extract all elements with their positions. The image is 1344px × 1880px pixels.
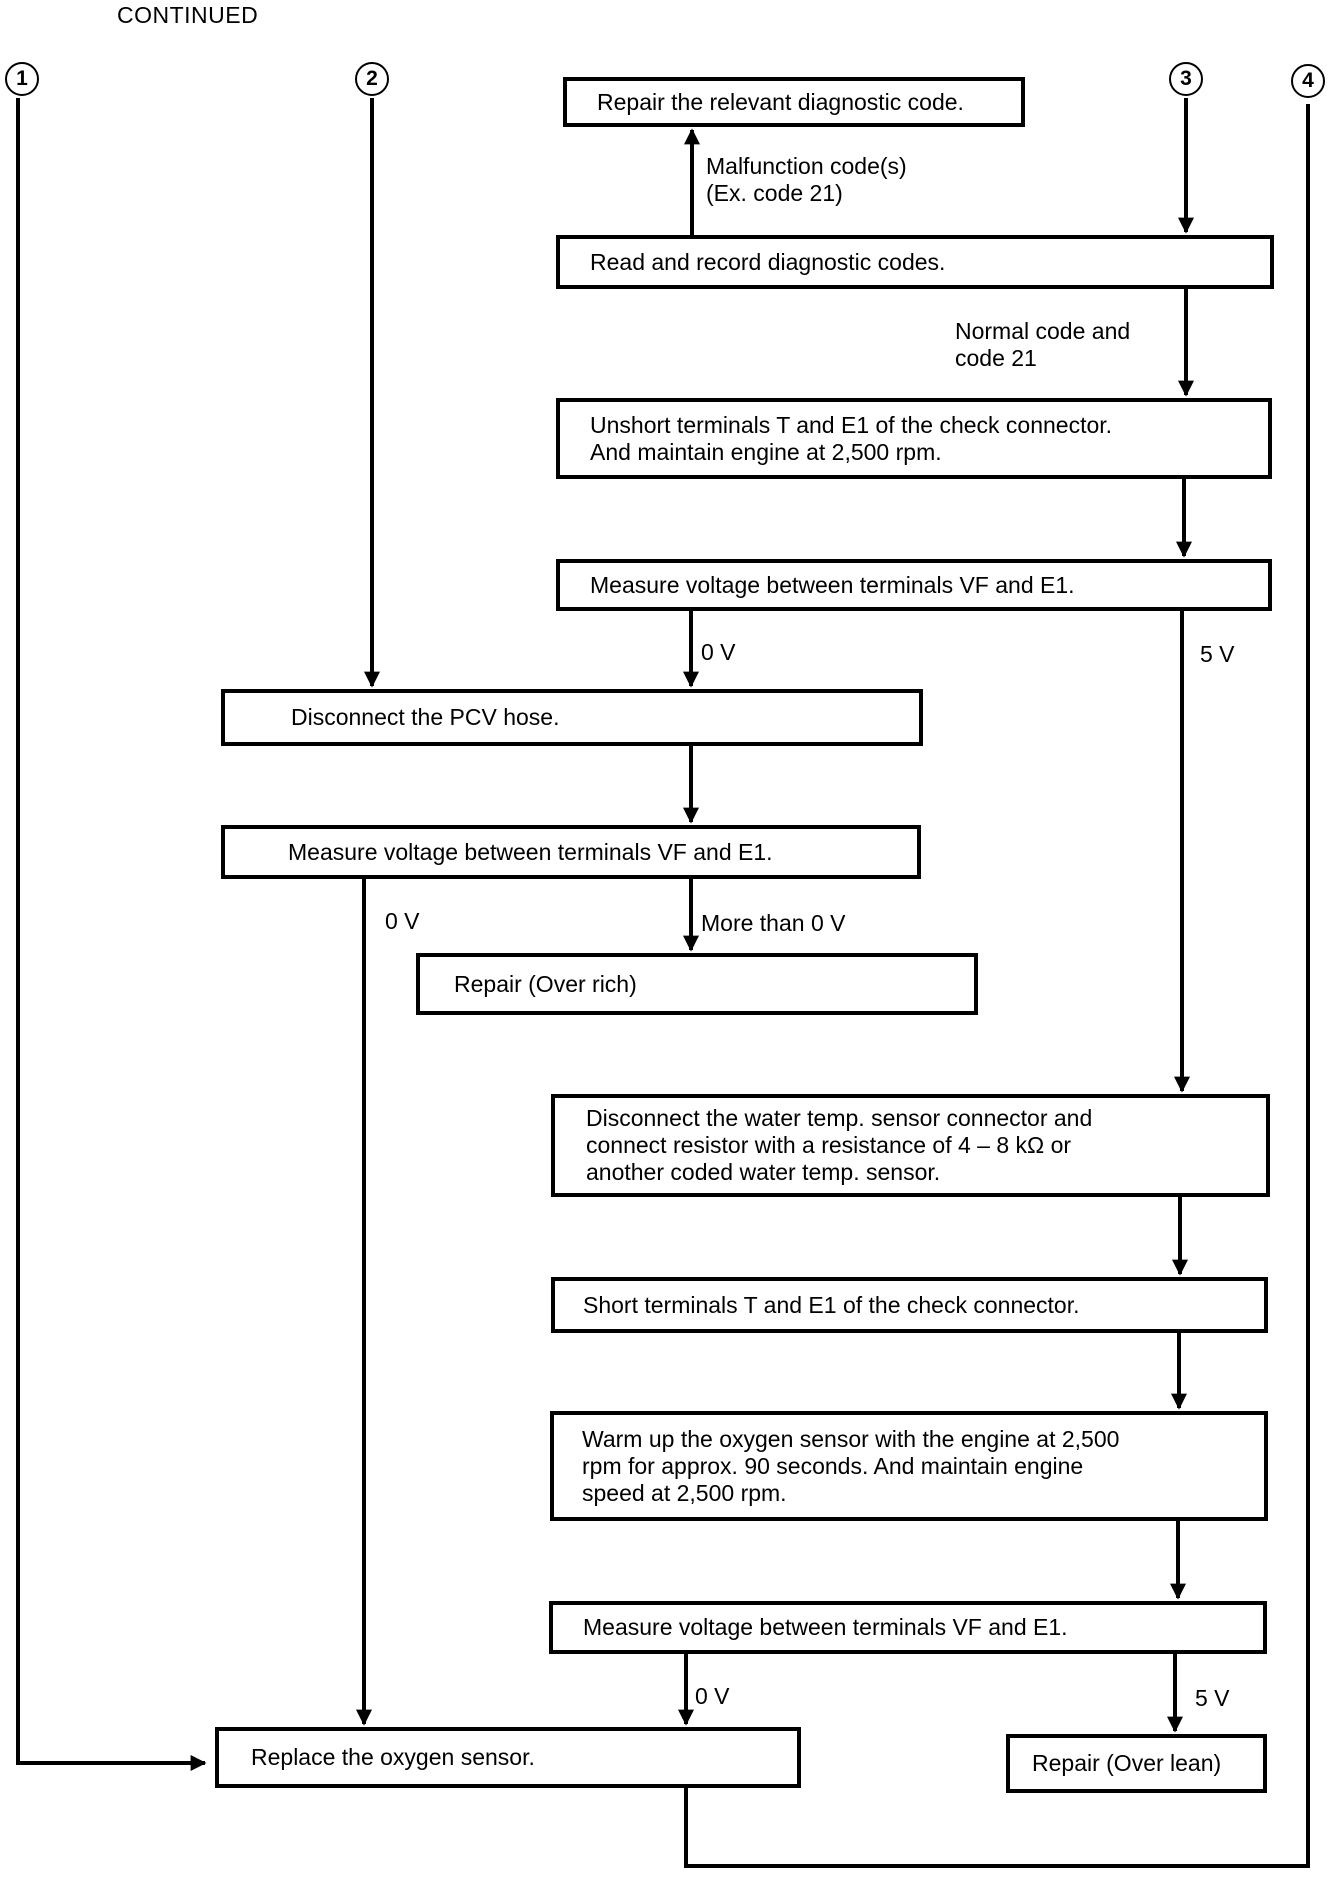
step-measure-voltage-3: Measure voltage between terminals VF and… [549,1601,1267,1654]
connector-1-marker: 1 [5,62,39,96]
line-replace-to-connector-4 [684,104,1310,1868]
connector-2-marker: 2 [355,62,389,96]
step-label: Measure voltage between terminals VF and… [288,838,773,865]
step-label: Measure voltage between terminals VF and… [590,571,1075,598]
edge-label-measure-1-five: 5 V [1200,641,1235,667]
step-label: Disconnect the water temp. sensor connec… [586,1105,1093,1185]
step-warm-up-oxygen-sensor: Warm up the oxygen sensor with the engin… [550,1411,1268,1521]
edge-label-measure-2-more: More than 0 V [701,910,846,936]
connector-3-marker: 3 [1169,62,1203,96]
step-disconnect-water-temp-sensor: Disconnect the water temp. sensor connec… [551,1094,1270,1197]
step-label: Read and record diagnostic codes. [590,248,946,275]
edge-label-malfunction-codes: Malfunction code(s) (Ex. code 21) [706,153,907,206]
step-label: Short terminals T and E1 of the check co… [583,1291,1080,1318]
edge-label-measure-2-zero: 0 V [385,908,420,934]
step-label: Warm up the oxygen sensor with the engin… [582,1425,1120,1506]
step-disconnect-pcv: Disconnect the PCV hose. [221,689,923,746]
page-title: CONTINUED [117,2,259,28]
step-repair-relevant-code: Repair the relevant diagnostic code. [563,77,1025,127]
step-label: Repair (Over rich) [454,970,637,997]
edge-label-measure-3-five: 5 V [1195,1685,1230,1711]
edge-label-normal-code: Normal code and code 21 [955,318,1131,371]
step-label: Disconnect the PCV hose. [291,704,560,730]
connector-4-marker: 4 [1291,64,1325,98]
step-replace-oxygen-sensor: Replace the oxygen sensor. [215,1727,801,1788]
step-label: Replace the oxygen sensor. [251,1744,535,1770]
step-label: Unshort terminals T and E1 of the check … [590,411,1113,465]
step-label: Repair the relevant diagnostic code. [597,88,964,115]
step-measure-voltage-1: Measure voltage between terminals VF and… [556,559,1272,611]
step-label: Repair (Over lean) [1032,1750,1222,1776]
step-read-record-codes: Read and record diagnostic codes. [556,235,1274,289]
step-unshort-terminals: Unshort terminals T and E1 of the check … [556,398,1272,479]
step-repair-over-rich: Repair (Over rich) [416,953,978,1015]
step-short-terminals: Short terminals T and E1 of the check co… [551,1277,1268,1333]
step-measure-voltage-2: Measure voltage between terminals VF and… [221,825,921,879]
step-repair-over-lean: Repair (Over lean) [1006,1734,1267,1793]
edge-label-measure-3-zero: 0 V [695,1683,730,1709]
edge-label-measure-1-zero: 0 V [701,639,736,665]
line-connector-1-to-replace [16,98,207,1771]
step-label: Measure voltage between terminals VF and… [583,1614,1068,1640]
